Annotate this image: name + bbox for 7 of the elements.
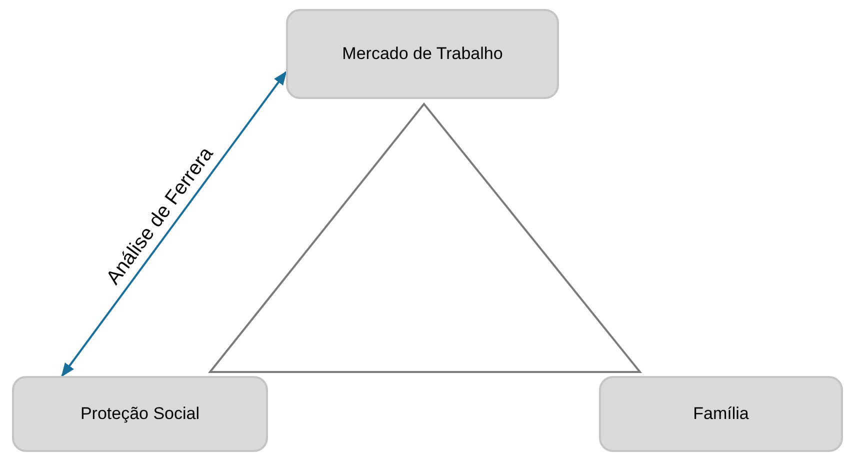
node-label: Proteção Social [80, 403, 200, 426]
rounded-box [12, 376, 268, 452]
double-arrow [61, 70, 287, 378]
node-label: Mercado de Trabalho [342, 43, 503, 66]
rounded-box [286, 9, 559, 99]
rounded-box [599, 376, 843, 452]
node-label: Família [693, 403, 749, 426]
